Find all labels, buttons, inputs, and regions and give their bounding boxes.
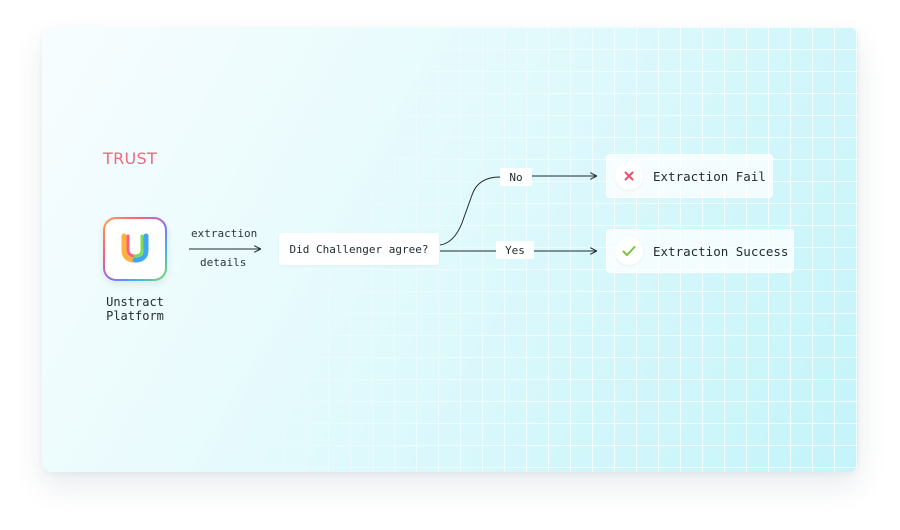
unstract-logo: [103, 217, 167, 281]
diagram-card: TRUST Unstract Platform extraction detai…: [42, 27, 858, 472]
input-edge-label-top: extraction: [191, 227, 258, 240]
no-branch-label: No: [500, 168, 532, 186]
unstract-u-logo-icon: [121, 233, 149, 263]
result-fail-label: Extraction Fail: [653, 168, 766, 184]
source-label: Unstract Platform: [106, 295, 164, 323]
cross-icon: [624, 171, 634, 181]
result-success-label: Extraction Success: [653, 243, 789, 259]
result-success-node: Extraction Success: [606, 229, 794, 273]
check-icon: [622, 246, 636, 256]
decision-node: Did Challenger agree?: [279, 233, 439, 265]
no-branch-curve: [439, 176, 501, 246]
yes-branch-label: Yes: [496, 241, 534, 259]
input-edge-label-bottom: details: [200, 256, 247, 269]
section-title: TRUST: [103, 149, 158, 168]
connector-lines: [189, 27, 858, 472]
result-fail-node: Extraction Fail: [606, 154, 773, 198]
